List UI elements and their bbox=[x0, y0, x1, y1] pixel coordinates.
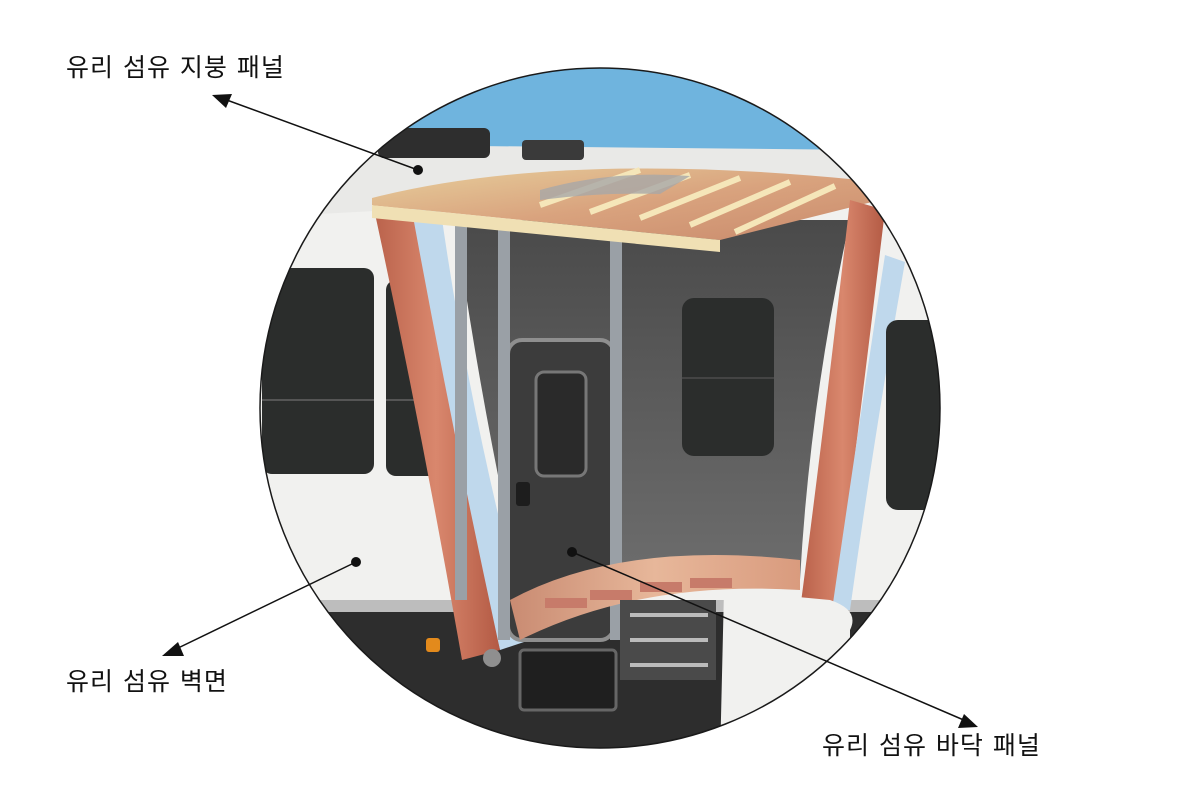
floor-panel-cutaway bbox=[510, 555, 800, 640]
wall-label: 유리 섬유 벽면 bbox=[66, 667, 228, 696]
marker-light bbox=[426, 638, 440, 652]
cutaway-circle-outline bbox=[259, 67, 941, 749]
floor-joists bbox=[545, 578, 732, 608]
roof-ac-unit bbox=[378, 128, 490, 158]
entry-step bbox=[518, 648, 618, 712]
wall-fiberglass-right bbox=[800, 200, 885, 610]
roof-callout-leader bbox=[212, 94, 423, 175]
left-window-1 bbox=[262, 268, 374, 474]
frame-member-2 bbox=[610, 220, 622, 640]
entry-door-window bbox=[534, 370, 588, 478]
roof-panel-underside bbox=[372, 205, 720, 252]
roof-vent bbox=[522, 140, 584, 160]
roof-mesh bbox=[540, 174, 690, 200]
floor-callout-leader bbox=[567, 547, 978, 728]
roof-panel-label: 유리 섬유 지붕 패널 bbox=[66, 53, 285, 82]
wall-callout-leader bbox=[162, 557, 361, 656]
cutaway-illustration bbox=[260, 68, 940, 748]
frame-member-1 bbox=[498, 220, 510, 640]
door-handle bbox=[516, 482, 530, 506]
frame-member-3 bbox=[455, 220, 467, 600]
door-lock bbox=[483, 649, 501, 667]
wall-fiberglass-left bbox=[372, 200, 500, 660]
right-window bbox=[886, 320, 940, 510]
floor-panel-label: 유리 섬유 바닥 패널 bbox=[822, 731, 1041, 760]
